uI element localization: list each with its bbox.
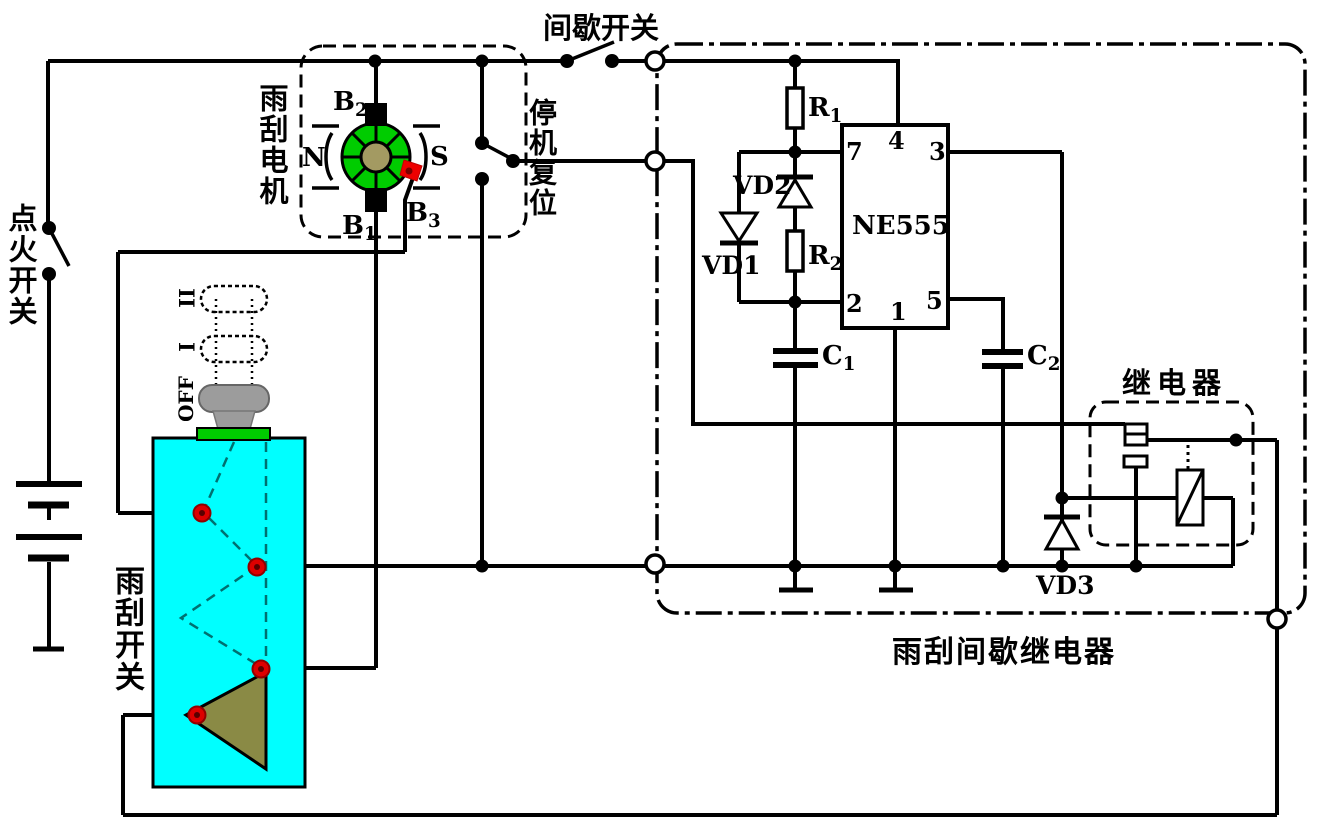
label-pin-4: 4 (888, 126, 905, 155)
motor-pole-n (312, 124, 339, 190)
relay-box (1088, 400, 1255, 547)
diode-vd1 (718, 211, 760, 246)
label-b3: B3 (406, 198, 441, 233)
label-position-ii: II (174, 288, 200, 308)
label-ignition-switch: 点火开关 (4, 203, 38, 327)
knob-stem (212, 410, 256, 430)
label-position-i: I (174, 342, 200, 352)
terminal-output (1266, 608, 1288, 630)
label-r1: R1 (808, 93, 843, 128)
relay-contacts (1122, 422, 1149, 469)
label-wiper-intermittent-relay: 雨刮间歇继电器 (892, 635, 1116, 670)
label-c1: C1 (822, 341, 856, 376)
label-vd3: VD3 (1036, 571, 1095, 600)
diode-vd2 (776, 174, 814, 209)
resistor-r1 (785, 86, 805, 130)
battery (16, 481, 82, 652)
ignition-switch-arm (47, 227, 71, 267)
intermittent-relay-module-box (655, 42, 1307, 615)
switch-contacts (187, 503, 271, 725)
wiper-motor-box (299, 44, 528, 239)
label-b2: B2 (333, 87, 368, 122)
wiper-switch (151, 284, 307, 789)
label-vd2: VD2 (733, 171, 792, 200)
relay-coil (1175, 445, 1205, 527)
wiper-switch-arm (183, 669, 268, 772)
label-wiper-switch: 雨刮开关 (109, 565, 144, 693)
motor-brush-b1 (365, 188, 387, 212)
knob-position-i (199, 334, 269, 364)
terminal-reset (644, 150, 666, 172)
label-b1: B1 (342, 211, 377, 246)
switch-collar (196, 427, 271, 441)
intermittent-switch-arm (566, 40, 615, 63)
knob-position-ii (199, 284, 269, 314)
motor-pole-s (413, 124, 440, 190)
label-pin-1: 1 (890, 297, 907, 326)
capacitor-c2 (982, 349, 1023, 369)
wiper-motor (312, 103, 440, 212)
label-vd1: VD1 (702, 251, 761, 280)
resistor-r2 (785, 229, 805, 273)
label-pin-7: 7 (846, 137, 863, 166)
label-relay: 继电器 (1122, 366, 1228, 400)
label-pole-n: N (302, 143, 326, 173)
label-pin-5: 5 (926, 286, 943, 315)
label-ic-name: NE555 (852, 211, 950, 241)
label-stop-reset: 停机复位 (525, 98, 558, 218)
label-position-off: OFF (174, 376, 198, 422)
terminal-ground (644, 553, 666, 575)
capacitor-c1 (773, 348, 818, 368)
terminal-supply (644, 50, 666, 72)
label-pin-2: 2 (846, 289, 863, 318)
label-wiper-motor: 雨刮电机 (255, 83, 289, 207)
label-pole-s: S (430, 142, 449, 172)
diode-vd3 (1043, 514, 1081, 551)
label-pin-3: 3 (929, 137, 946, 166)
junction-dots (42, 54, 1243, 573)
label-r2: R2 (808, 241, 843, 276)
knob-off (198, 384, 270, 413)
module-terminals (644, 50, 1288, 630)
motor-brush-b2 (365, 103, 387, 126)
label-intermittent-switch: 间歇开关 (543, 11, 660, 45)
motor-core (359, 140, 393, 174)
wiper-switch-position-lines (178, 441, 268, 669)
ne555-ic (840, 123, 950, 330)
label-c2: C2 (1027, 341, 1061, 376)
